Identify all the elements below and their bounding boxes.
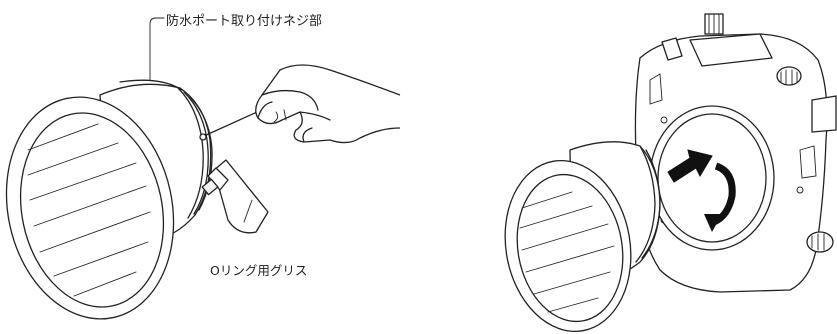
- mount-thread-label: 防水ポート取り付けネジ部: [166, 14, 323, 29]
- push-arrow-icon: [667, 149, 713, 183]
- dome-port-icon: [504, 141, 661, 333]
- camera-housing-icon: [634, 13, 837, 293]
- oring-grease-label: Oリング用グリス: [210, 263, 308, 278]
- mount-thread-leader: [149, 17, 165, 81]
- dome-port-icon: [5, 79, 213, 320]
- rotate-arrow-icon: [704, 162, 736, 232]
- grease-tube-icon: [201, 159, 269, 234]
- hand-icon: [255, 64, 401, 144]
